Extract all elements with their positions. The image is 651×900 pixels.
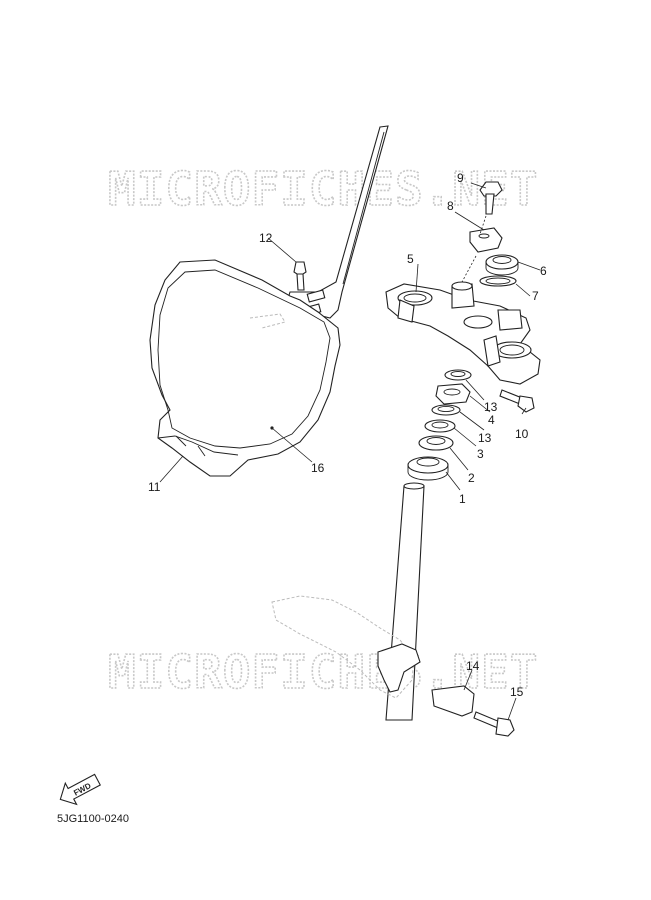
washer-6 (485, 254, 519, 270)
leader-lines (159, 182, 541, 721)
handlebar-clamp-8 (469, 227, 503, 253)
callout-13-upper: 13 (484, 400, 498, 414)
cable-guide-14 (431, 685, 475, 717)
callout-9: 9 (457, 171, 464, 185)
callout-4: 4 (488, 413, 495, 427)
bolt-12 (293, 261, 307, 291)
callout-5: 5 (407, 252, 414, 266)
callout-8: 8 (447, 199, 454, 213)
callout-1: 1 (459, 492, 466, 506)
fwd-arrow-icon: FWD (59, 773, 101, 806)
bracket-slot-upper (306, 289, 326, 303)
seal-3 (424, 419, 456, 433)
drawing-code: 5JG1100-0240 (57, 813, 129, 825)
steering-stem-group (271, 482, 425, 721)
bearing-2 (418, 435, 454, 451)
bearing-1 (407, 456, 449, 474)
callout-11: 11 (148, 480, 161, 494)
bolt-9 (479, 181, 503, 215)
upper-bracket-5 (385, 281, 541, 385)
callout-13-lower: 13 (478, 431, 492, 445)
callout-15: 15 (510, 685, 524, 699)
number-plate-group (149, 125, 389, 477)
callout-14: 14 (466, 659, 480, 673)
callout-labels: 12 5 8 9 6 7 10 13 4 13 3 2 1 16 11 14 1… (148, 171, 547, 699)
bearing-stack (407, 369, 472, 481)
bolt-10 (499, 389, 535, 413)
callout-7: 7 (532, 289, 539, 303)
callout-10: 10 (515, 427, 529, 441)
watermark-top: MICROFICHES.NET (108, 162, 538, 216)
o-ring-7 (479, 275, 517, 287)
callout-6: 6 (540, 264, 547, 278)
ring-nut-4 (435, 383, 471, 405)
callout-16: 16 (311, 461, 325, 475)
callout-3: 3 (477, 447, 484, 461)
number-plate (149, 259, 341, 477)
callout-12: 12 (259, 231, 273, 245)
bolt-15 (473, 711, 515, 737)
lower-bracket-outline (271, 595, 415, 699)
stem-lower-clamp (377, 643, 421, 693)
callout-2: 2 (468, 471, 475, 485)
